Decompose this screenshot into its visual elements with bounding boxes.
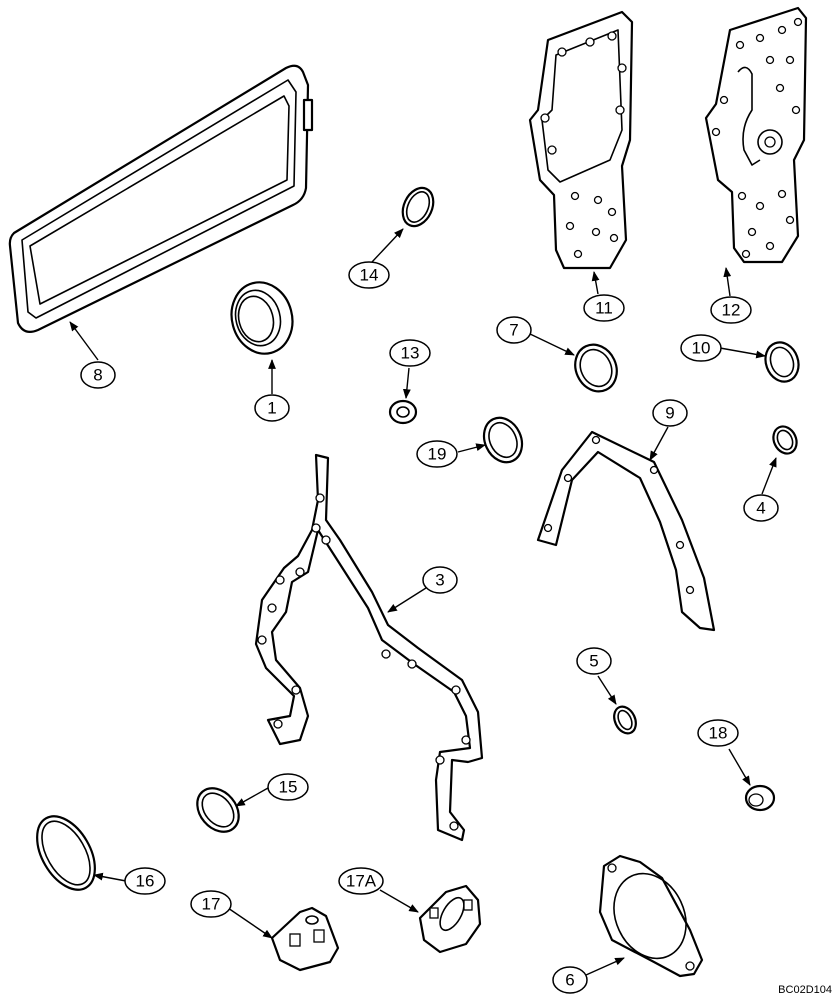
callout-17a: 17A [338, 867, 384, 895]
part-13-seal [388, 399, 418, 425]
part-16-o-ring [36, 815, 96, 891]
part-7-o-ring [574, 343, 618, 393]
part-11-plate-gasket [528, 10, 634, 270]
callout-8-label: 8 [93, 366, 102, 385]
callout-13: 13 [389, 339, 431, 367]
callout-7-label: 7 [509, 321, 518, 340]
callout-15-label: 15 [279, 778, 298, 797]
part-19-o-ring [482, 416, 524, 464]
part-14-o-ring [401, 186, 435, 228]
callout-11-label: 11 [595, 299, 613, 318]
callout-5-label: 5 [589, 652, 598, 671]
callout-17-label: 17 [202, 895, 221, 914]
part-8-cover-gasket [8, 64, 314, 333]
callout-14: 14 [348, 261, 390, 289]
part-4-o-ring [772, 425, 798, 455]
part-17-flange-gasket [270, 906, 340, 972]
leader-lines [69, 228, 777, 976]
callout-10-label: 10 [692, 339, 711, 358]
part-12-plate-gasket [704, 6, 808, 264]
callout-6-label: 6 [565, 971, 574, 990]
part-15-o-ring [196, 787, 240, 833]
part-10-o-ring [764, 341, 800, 383]
callout-9-label: 9 [665, 404, 674, 423]
callout-14-label: 14 [360, 266, 379, 285]
part-3-timing-cover-gasket [254, 453, 484, 842]
callout-4-label: 4 [756, 499, 765, 518]
callout-4: 4 [743, 494, 779, 522]
callout-5: 5 [576, 647, 612, 675]
callout-10: 10 [680, 334, 722, 362]
callout-13-label: 13 [401, 344, 420, 363]
part-1-seal [230, 281, 294, 355]
callout-18: 18 [697, 719, 739, 747]
callout-6: 6 [552, 966, 588, 994]
callout-3-label: 3 [435, 571, 444, 590]
part-5-o-ring [613, 705, 637, 735]
callout-17: 17 [190, 890, 232, 918]
callout-16: 16 [124, 867, 166, 895]
part-6-exhaust-gasket [598, 854, 704, 978]
part-17a-flange-gasket [418, 884, 482, 954]
callout-8: 8 [80, 361, 116, 389]
callout-15: 15 [267, 773, 309, 801]
part-9-arched-gasket [536, 430, 716, 632]
part-18-plug [744, 784, 776, 812]
drawing-code: BC02D104 [778, 984, 832, 996]
callout-18-label: 18 [709, 724, 728, 743]
callout-12: 12 [710, 296, 752, 324]
callout-9: 9 [652, 399, 688, 427]
callout-19: 19 [416, 440, 458, 468]
callout-1-label: 1 [267, 399, 276, 418]
callout-1: 1 [254, 394, 290, 422]
callout-17a-label: 17A [346, 872, 377, 891]
callout-16-label: 16 [136, 872, 155, 891]
callout-19-label: 19 [428, 445, 447, 464]
callout-11: 11 [583, 294, 625, 322]
callout-7: 7 [496, 316, 532, 344]
callout-3: 3 [422, 566, 458, 594]
callout-12-label: 12 [722, 301, 741, 320]
